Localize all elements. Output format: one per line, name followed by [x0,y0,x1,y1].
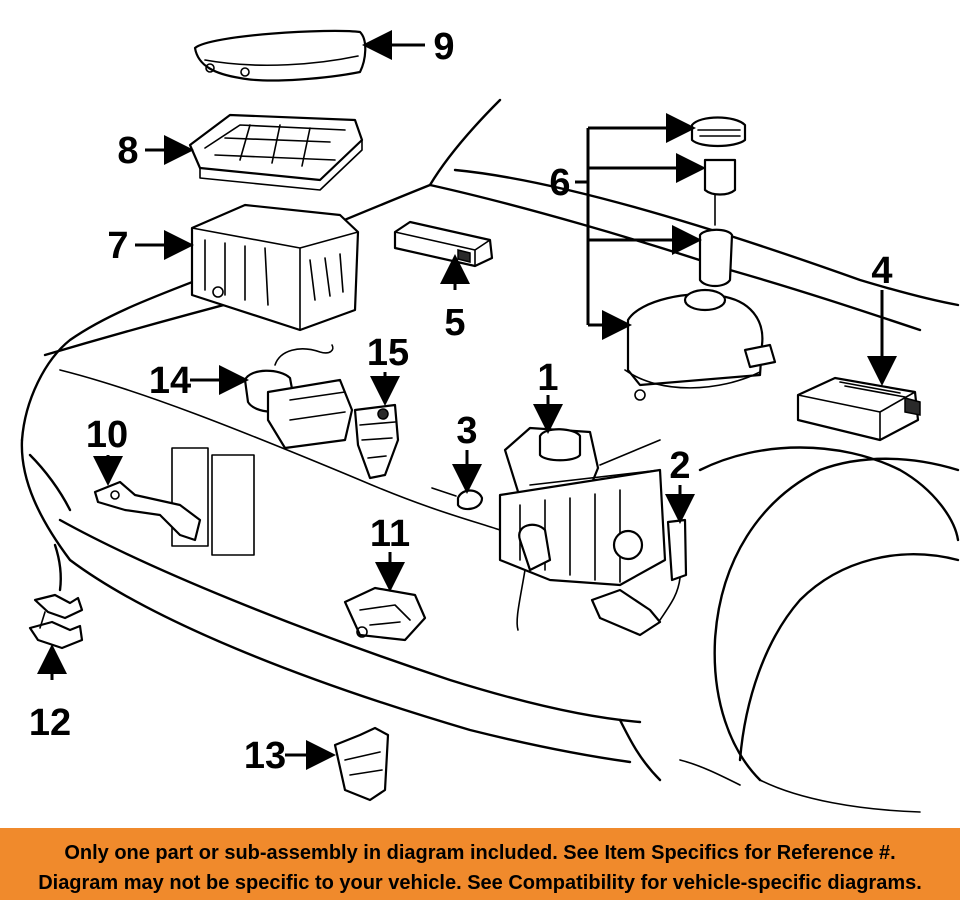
part-8-tray [188,113,364,191]
part-3-sensor [431,487,484,511]
part-7-box [190,203,360,332]
callout-5: 5 [444,302,465,344]
callout-11: 11 [370,513,410,555]
disclaimer-line-2: Diagram may not be specific to your vehi… [38,872,922,894]
callout-10: 10 [86,414,128,456]
part-13-clip [333,726,390,802]
part-4-control-module [796,376,921,442]
part-10-bracket [93,480,202,542]
part-6-reservoir [624,116,777,401]
parts-diagram: 1 2 3 4 5 6 7 8 9 10 11 12 13 14 15 [20,26,960,813]
part-15-motor [353,403,400,480]
disclaimer-line-1: Only one part or sub-assembly in diagram… [64,842,896,864]
callout-arrows [37,30,897,770]
part-12-clip [28,593,84,650]
callout-3: 3 [456,410,477,452]
callout-6: 6 [549,162,570,204]
callout-9: 9 [433,26,454,68]
part-11-mount [343,586,427,642]
part-14-actuator [243,344,354,450]
vehicle-body-outline [20,98,960,813]
callout-8: 8 [117,130,138,172]
part-5-module [393,220,494,268]
disclaimer-banner: Only one part or sub-assembly in diagram… [0,828,960,900]
callout-14: 14 [149,360,191,402]
part-9-cover [193,29,367,82]
callout-15: 15 [367,332,409,374]
callout-12: 12 [29,702,71,744]
callout-2: 2 [669,445,690,487]
part-2-bracket [590,518,688,637]
callout-13: 13 [244,735,286,777]
part-1-abs-unit [498,426,667,631]
callout-4: 4 [871,250,892,292]
callout-7: 7 [107,225,128,267]
callout-1: 1 [537,357,558,399]
